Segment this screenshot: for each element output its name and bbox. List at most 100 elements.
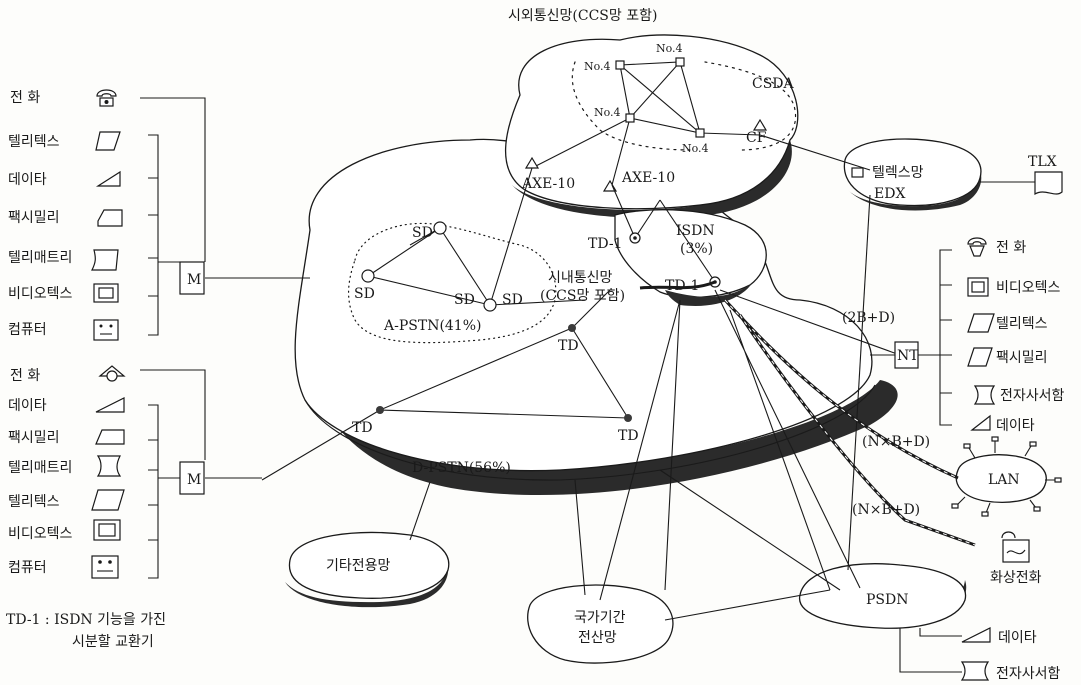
videophone-label: 화상전화 xyxy=(990,570,1042,586)
terminal-label: 팩시밀리 xyxy=(8,210,60,226)
terminal-label: 데이타 xyxy=(996,418,1035,434)
local-links xyxy=(261,184,721,481)
terminal-label: 전 화 xyxy=(10,368,40,384)
telex-cloud xyxy=(843,138,982,211)
terminal-label: 텔리텍스 xyxy=(8,134,60,150)
mailbox-icon xyxy=(960,661,990,681)
a-pstn-ring xyxy=(348,167,586,344)
gov-network-cloud xyxy=(527,584,674,664)
lan-cloud xyxy=(951,436,1062,517)
sd-label: SD xyxy=(502,292,523,308)
videophone-icon xyxy=(1001,531,1030,563)
trunk-links xyxy=(409,194,976,621)
other-network-cloud xyxy=(285,531,450,608)
d-pstn-label: D-PSTN(56%) xyxy=(412,460,511,476)
videotex-icon xyxy=(93,283,119,303)
cf-label: CF xyxy=(746,130,767,146)
telemetry-icon xyxy=(91,249,119,271)
telex-links xyxy=(851,167,1063,196)
right-icons xyxy=(967,237,996,431)
link-label: (N×B+D) xyxy=(852,502,920,518)
psdn-terminal-label: 데이타 xyxy=(998,630,1037,646)
telephone-icon xyxy=(967,237,987,257)
videotex-icon xyxy=(93,519,121,541)
terminal-label: 팩시밀리 xyxy=(8,430,60,446)
telemetry-icon xyxy=(96,455,122,477)
right-bus xyxy=(870,249,952,426)
node-label: No.4 xyxy=(682,142,709,155)
td1-label: TD-1 xyxy=(665,278,699,294)
terminal-label: 텔리텍스 xyxy=(8,494,60,510)
data-icon xyxy=(95,397,125,413)
left-bottom-bus xyxy=(140,369,262,579)
csda-label: CSDA xyxy=(752,76,795,92)
computer-icon xyxy=(91,555,119,579)
computer-icon xyxy=(93,319,119,341)
terminal-label: 컴퓨터 xyxy=(8,560,47,576)
telephone-icon xyxy=(96,89,117,107)
gov-network-label: 국가기간 xyxy=(574,610,626,626)
mailbox-icon xyxy=(973,385,996,405)
local-network-label: 시내통신망 xyxy=(548,270,613,286)
other-network-label: 기타전용망 xyxy=(326,558,391,574)
terminal-label: 텔리매트리 xyxy=(8,250,72,266)
toll-network-cloud xyxy=(504,34,799,218)
tlx-label: TLX xyxy=(1028,154,1057,170)
terminal-label: 비디오텍스 xyxy=(996,280,1061,296)
psdn-label: PSDN xyxy=(866,592,909,608)
terminal-label: 컴퓨터 xyxy=(8,322,47,338)
terminal-label: 전자사서함 xyxy=(1000,388,1065,404)
axe-label: AXE-10 xyxy=(621,170,675,186)
axe-label: AXE-10 xyxy=(521,176,575,192)
terminal-label: 팩시밀리 xyxy=(996,350,1048,366)
lan-label: LAN xyxy=(988,472,1020,488)
isdn-label: ISDN xyxy=(676,223,715,239)
psdn-terminal-label: 전자사서함 xyxy=(996,666,1061,682)
telex-network-label: 텔렉스망 xyxy=(872,165,924,181)
teletex-icon xyxy=(967,313,995,333)
facsimile-icon xyxy=(967,347,993,367)
videotex-icon xyxy=(967,277,989,297)
sd-label: SD xyxy=(454,292,475,308)
left-top-icons xyxy=(91,89,123,341)
sd-label: SD xyxy=(354,286,375,302)
psdn-terminals xyxy=(899,627,991,681)
teletex-icon xyxy=(91,489,125,511)
td-label: TD xyxy=(352,420,373,436)
td1-label: TD-1 xyxy=(588,236,622,252)
isdn-cloud xyxy=(614,209,767,306)
left-bottom-icons xyxy=(91,365,126,579)
footnote: TD-1 : ISDN 기능을 가진 xyxy=(6,612,166,628)
terminal-label: 텔리매트리 xyxy=(8,460,72,476)
toll-network-title: 시외통신망(CCS망 포함) xyxy=(508,8,657,24)
data-icon xyxy=(970,414,991,431)
a-pstn-label: A-PSTN(41%) xyxy=(383,318,481,334)
telephone-icon xyxy=(98,365,126,382)
node-label: No.4 xyxy=(584,60,611,73)
edx-label: EDX xyxy=(874,186,905,202)
td-label: TD xyxy=(618,428,639,444)
terminal-label: 비디오텍스 xyxy=(8,286,73,302)
terminal-label: 비디오텍스 xyxy=(8,526,73,542)
nt-label: NT xyxy=(897,348,919,364)
terminal-label: 데이타 xyxy=(8,398,47,414)
toll-mesh xyxy=(524,57,871,192)
teletex-icon xyxy=(95,131,121,151)
mux-label: M xyxy=(187,272,201,288)
local-network-sub: (CCS망 포함) xyxy=(540,288,625,304)
data-icon xyxy=(961,627,991,643)
isdn-percent: (3%) xyxy=(680,241,713,257)
terminal-label: 전 화 xyxy=(996,240,1026,256)
node-label: No.4 xyxy=(656,42,683,55)
sd-label: SD xyxy=(412,225,433,241)
left-top-bus xyxy=(140,97,310,336)
bd-label: (2B+D) xyxy=(842,310,895,326)
mux-label: M xyxy=(187,472,201,488)
facsimile-icon xyxy=(95,429,125,445)
terminal-label: 데이타 xyxy=(8,172,47,188)
node-label: No.4 xyxy=(594,106,621,119)
terminal-label: 텔리텍스 xyxy=(996,316,1048,332)
link-label: (N×B+D) xyxy=(862,434,930,450)
